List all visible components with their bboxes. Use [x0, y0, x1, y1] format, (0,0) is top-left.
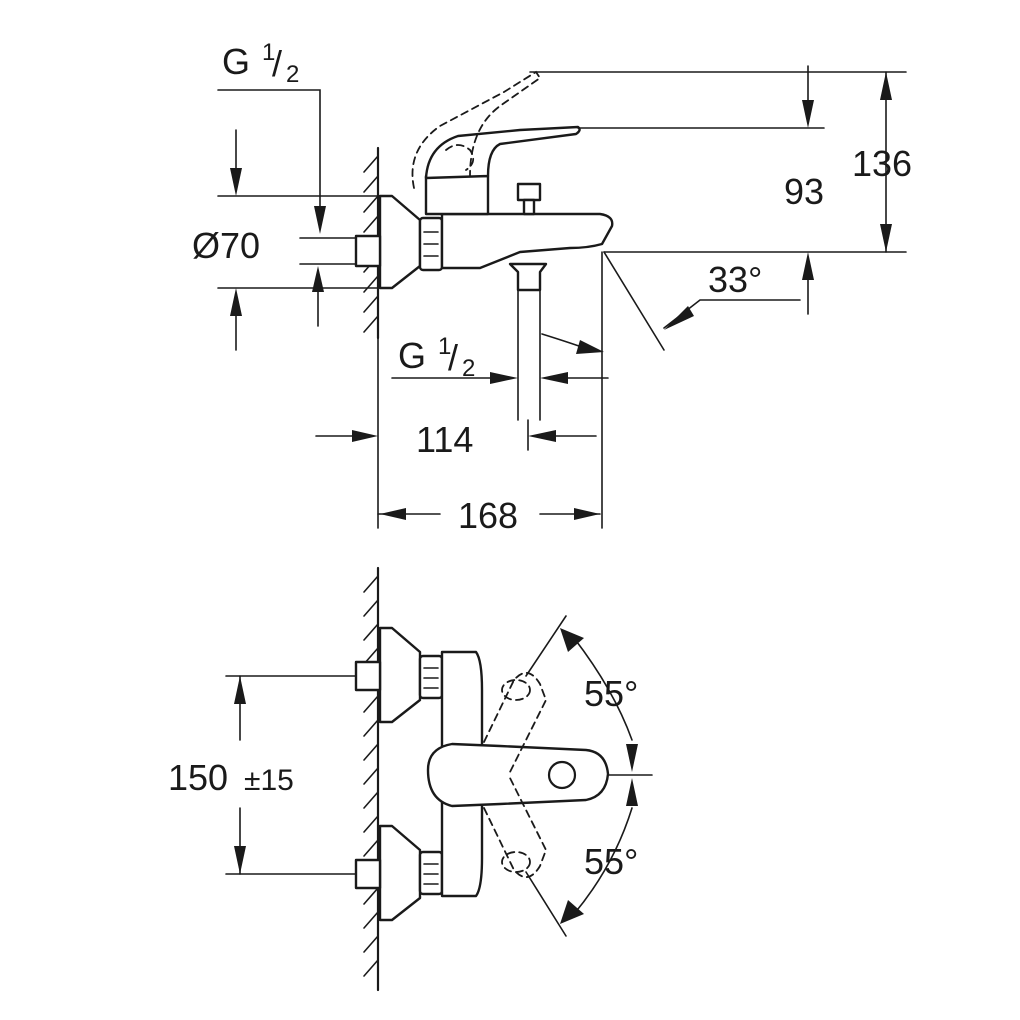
- union-nut-upper: [418, 654, 444, 700]
- thread-denominator: 2: [462, 355, 475, 382]
- inlet-thread-label-top: G 1 / 2: [222, 39, 299, 88]
- thread-letter: G: [222, 41, 250, 82]
- spout-angle-label: 33°: [708, 259, 762, 300]
- thread-numerator: 1: [262, 39, 275, 66]
- escutcheon-lower: [378, 824, 422, 922]
- lever-raised-outline: [411, 70, 542, 189]
- outlet-thread-label: G 1 / 2: [398, 333, 475, 382]
- thread-letter: G: [398, 335, 426, 376]
- lever-angle-down-label: 55°: [584, 841, 638, 882]
- inlet-stub: [354, 234, 382, 268]
- escutcheon: [378, 194, 422, 290]
- lever-handle: [424, 125, 581, 180]
- lever-base: [424, 174, 490, 216]
- inlet-tolerance-label: ±15: [244, 764, 294, 797]
- diverter-knob: [516, 182, 542, 202]
- inlet-spacing-label: 150: [168, 757, 228, 798]
- thread-denominator: 2: [286, 61, 299, 88]
- total-height-label: 136: [852, 143, 912, 184]
- wall-top-view: [363, 566, 380, 992]
- escutcheon-diameter-label: Ø70: [192, 225, 260, 266]
- top-view: 55° 55° 150 ±15: [168, 566, 653, 992]
- outlet-offset-label: 114: [416, 419, 473, 460]
- diverter-stem: [522, 198, 536, 216]
- mixer-body: [440, 212, 614, 270]
- thread-slash: /: [448, 337, 458, 378]
- total-projection-label: 168: [458, 495, 518, 536]
- thread-numerator: 1: [438, 333, 451, 360]
- side-view: G 1 / 2 Ø70 93 136: [192, 39, 912, 536]
- outlet-connector: [508, 262, 548, 292]
- thread-slash: /: [272, 43, 282, 84]
- handle-height-label: 93: [784, 171, 824, 212]
- escutcheon-upper: [378, 626, 422, 724]
- lever-angle-up-label: 55°: [584, 673, 638, 714]
- union-nut-lower: [418, 850, 444, 896]
- lever-handle-top: [426, 742, 610, 808]
